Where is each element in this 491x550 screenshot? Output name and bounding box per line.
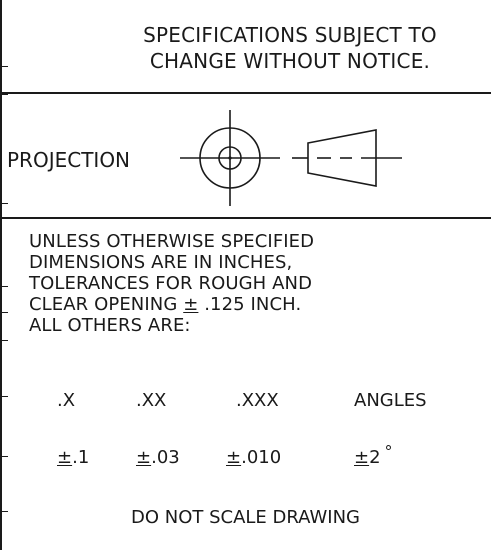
- value-text: .03: [151, 447, 180, 468]
- value-text: .010: [241, 447, 282, 468]
- edge-tick: [0, 340, 8, 341]
- degree-symbol: °: [384, 442, 393, 461]
- notes-line-2: DIMENSIONS ARE IN INCHES,: [29, 252, 293, 273]
- divider-spec-projection: [0, 92, 491, 94]
- notes-line-clear-opening: CLEAR OPENING ± .125 INCH.: [29, 294, 314, 315]
- clear-opening-suffix: .125 INCH.: [198, 294, 302, 315]
- edge-tick: [0, 286, 8, 287]
- edge-tick: [0, 312, 8, 313]
- edge-tick: [0, 396, 8, 397]
- divider-projection-notes: [0, 217, 491, 219]
- edge-tick: [0, 94, 8, 95]
- left-border-line: [0, 0, 2, 550]
- third-angle-projection-symbol-icon: [180, 110, 402, 206]
- value-text: 2: [369, 447, 381, 468]
- specifications-notice: SPECIFICATIONS SUBJECT TO CHANGE WITHOUT…: [110, 22, 470, 74]
- tolerance-value-xx: ±.03: [136, 447, 180, 469]
- edge-tick: [0, 203, 8, 204]
- plus-minus-symbol: ±: [183, 294, 199, 315]
- plus-minus-symbol: ±: [226, 447, 242, 468]
- value-text: .1: [72, 447, 90, 468]
- specifications-line-2: CHANGE WITHOUT NOTICE.: [149, 49, 431, 73]
- notes-line-1: UNLESS OTHERWISE SPECIFIED: [29, 231, 315, 252]
- tolerance-header-xxx: .XXX: [236, 390, 279, 411]
- edge-tick: [0, 511, 8, 512]
- notes-line-3: TOLERANCES FOR ROUGH AND: [29, 273, 313, 294]
- do-not-scale-drawing: DO NOT SCALE DRAWING: [130, 507, 361, 528]
- tolerance-header-angles: ANGLES: [354, 390, 427, 411]
- tolerance-header-xx: .XX: [136, 390, 167, 411]
- tolerance-header-x: .X: [57, 390, 76, 411]
- projection-label: PROJECTION: [7, 148, 131, 172]
- clear-opening-prefix: CLEAR OPENING: [29, 294, 184, 315]
- edge-tick: [0, 66, 8, 67]
- plus-minus-symbol: ±: [136, 447, 152, 468]
- edge-tick: [0, 456, 8, 457]
- tolerance-value-x: ±.1: [57, 447, 89, 469]
- plus-minus-symbol: ±: [57, 447, 73, 468]
- notes-line-others: ALL OTHERS ARE:: [29, 315, 191, 336]
- tolerance-value-xxx: ±.010: [226, 447, 281, 469]
- tolerance-notes: UNLESS OTHERWISE SPECIFIED DIMENSIONS AR…: [29, 231, 314, 336]
- specifications-line-1: SPECIFICATIONS SUBJECT TO: [143, 23, 437, 47]
- tolerance-value-angles: ±2°: [354, 442, 393, 469]
- plus-minus-symbol: ±: [354, 447, 370, 468]
